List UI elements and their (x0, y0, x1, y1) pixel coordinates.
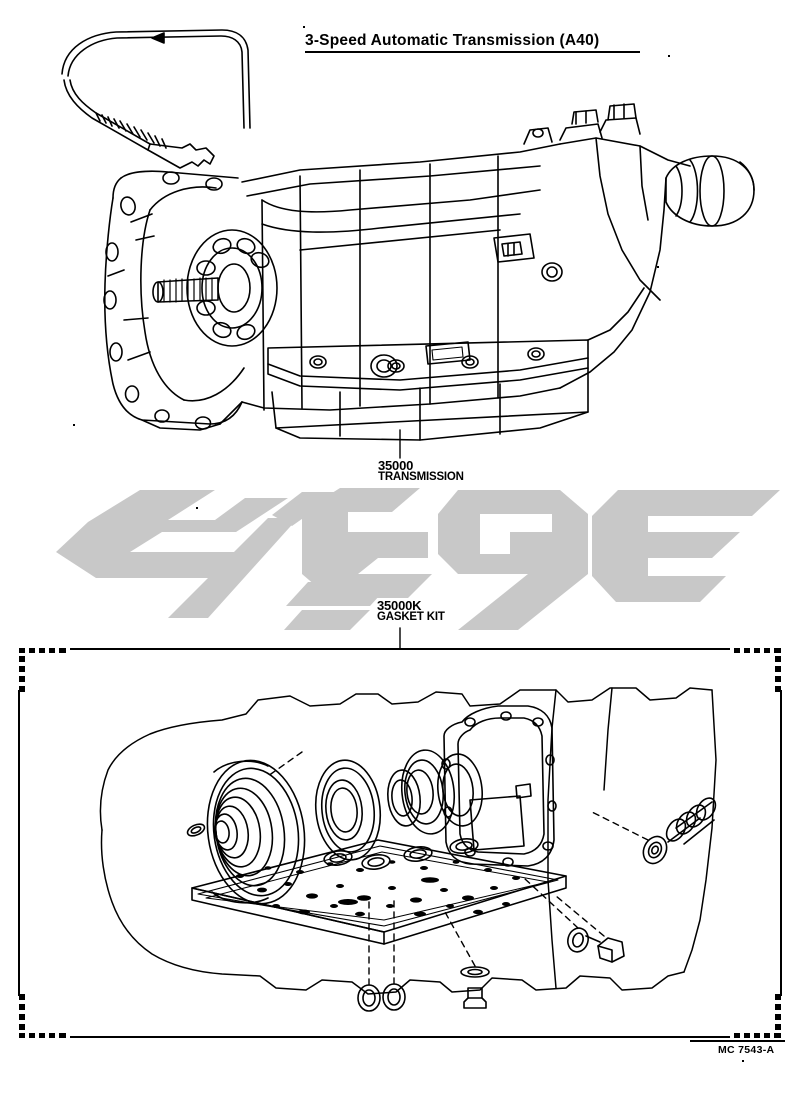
callout-part-number: 35000K (377, 598, 422, 613)
transmission-case (241, 143, 563, 411)
oil-pan (267, 339, 589, 441)
torque-converter-face (186, 229, 278, 347)
callout-part-name: GASKET KIT (377, 610, 445, 623)
print-speck (668, 55, 670, 57)
page-title: 3-Speed Automatic Transmission (A40) (305, 32, 600, 49)
print-speck (73, 424, 75, 426)
panel-corner-top-right (734, 648, 781, 692)
gasket-kit-panel (18, 648, 782, 1038)
panel-corner-bottom-right (734, 994, 781, 1038)
output-shaft-yoke (665, 155, 755, 227)
print-speck (303, 26, 305, 28)
panel-border-top (70, 648, 730, 650)
extension-housing (523, 103, 691, 389)
print-speck (196, 507, 198, 509)
panel-corner-bottom-left (19, 994, 66, 1038)
panel-border-left (18, 690, 20, 996)
panel-border-bottom (70, 1036, 730, 1038)
panel-corner-top-left (19, 648, 66, 692)
input-shaft (152, 277, 219, 303)
callout-transmission: 35000 TRANSMISSION (378, 458, 464, 483)
reference-code: MC 7543-A (718, 1044, 775, 1056)
callout-part-number: 35000 (378, 458, 414, 473)
throttle-cable (61, 29, 251, 169)
bell-housing (103, 170, 245, 431)
print-speck (657, 266, 659, 268)
footer-rule (690, 1040, 785, 1042)
callout-part-name: TRANSMISSION (378, 470, 464, 483)
title-underline (305, 51, 640, 53)
print-speck (742, 1060, 744, 1062)
page-title-block: 3-Speed Automatic Transmission (A40) (305, 32, 645, 53)
callout-gasket-kit: 35000K GASKET KIT (377, 598, 445, 623)
panel-border-right (780, 690, 782, 996)
